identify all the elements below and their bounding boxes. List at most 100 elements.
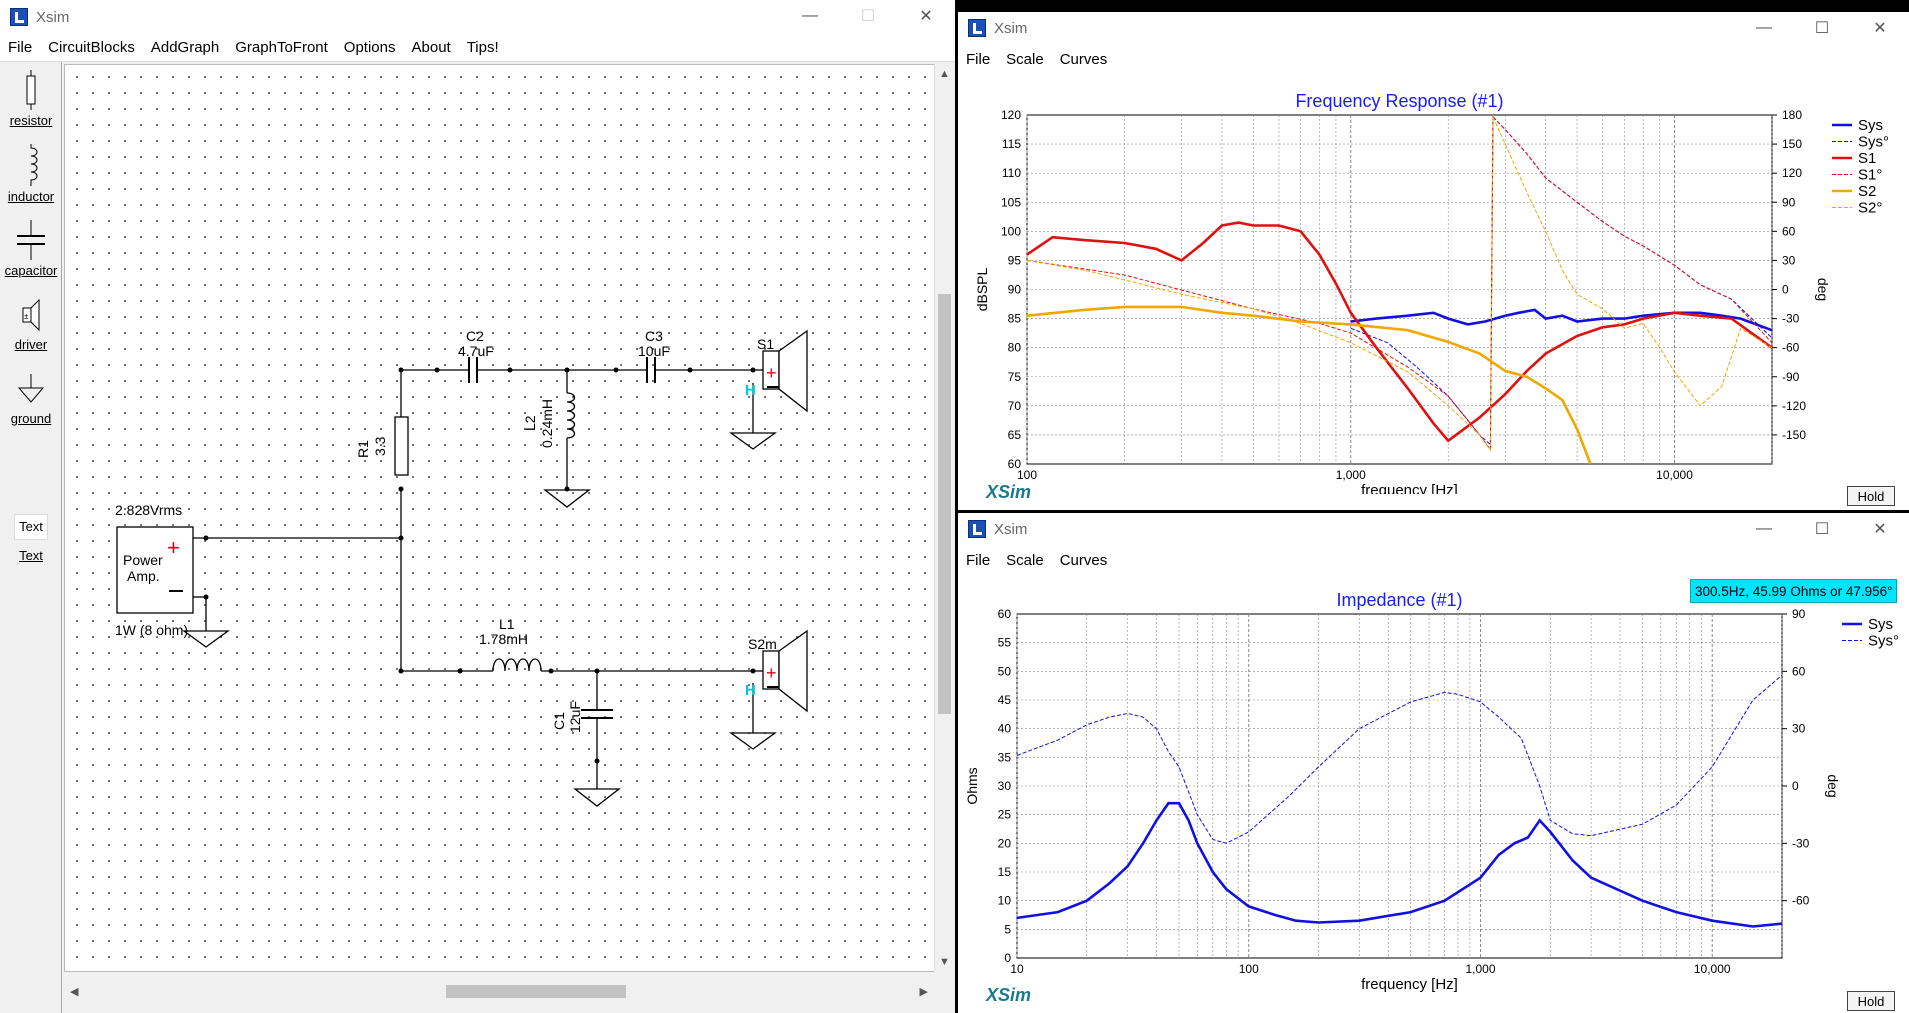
- menu-addgraph[interactable]: AddGraph: [150, 39, 220, 56]
- fr-xtick-label: 1,000: [1336, 468, 1366, 482]
- fr-ytick-label: 75: [1008, 370, 1022, 384]
- fr-hold-button[interactable]: Hold: [1847, 486, 1895, 506]
- schematic-drawing[interactable]: + + H + H 2.828Vrms Power Amp. 1W (8 ohm…: [65, 65, 939, 973]
- palette-inductor[interactable]: inductor: [0, 144, 62, 204]
- main-menubar: File CircuitBlocks AddGraph GraphToFront…: [0, 34, 955, 62]
- imp-xtick-label: 10,000: [1694, 962, 1731, 976]
- imp-menu-file[interactable]: File: [966, 551, 991, 569]
- impedance-chart[interactable]: Impedance (#1)60555045403530252015105090…: [958, 575, 1909, 997]
- main-titlebar[interactable]: Xsim — ☐ ✕: [0, 0, 955, 34]
- fr-menu-file[interactable]: File: [966, 50, 991, 68]
- scroll-right-arrow-icon[interactable]: ▶: [919, 986, 928, 998]
- imp-maximize-button[interactable]: ☐: [1814, 521, 1830, 538]
- power-amp-block: [116, 526, 194, 614]
- fr-menu-curves[interactable]: Curves: [1059, 50, 1108, 68]
- menu-circuitblocks[interactable]: CircuitBlocks: [48, 39, 135, 56]
- ground-icon: [17, 374, 45, 403]
- imp-minimize-button[interactable]: —: [1756, 520, 1772, 537]
- palette-resistor-label: resistor: [9, 113, 53, 128]
- fr-menu-scale[interactable]: Scale: [1006, 50, 1044, 68]
- imp-ytick-label: 45: [998, 693, 1012, 707]
- imp-y2tick-label: -60: [1792, 894, 1810, 908]
- fr-y2tick-label: 90: [1782, 195, 1796, 209]
- menu-graphtofront[interactable]: GraphToFront: [235, 39, 328, 56]
- resistor-icon: [26, 70, 36, 110]
- amp-plus-sign: +: [167, 535, 180, 560]
- maximize-button[interactable]: ☐: [860, 8, 876, 25]
- scroll-down-arrow-icon[interactable]: ▼: [939, 956, 950, 968]
- menu-about[interactable]: About: [411, 39, 451, 56]
- fr-y2tick-label: -150: [1782, 428, 1806, 442]
- imp-xtick-label: 100: [1239, 962, 1259, 976]
- fr-titlebar[interactable]: Xsim — ☐ ✕: [958, 12, 1909, 44]
- s2-name: S2m: [748, 636, 777, 652]
- l1-value: 1.78mH: [479, 631, 528, 647]
- s1-link-marker: H: [745, 382, 756, 399]
- schematic-canvas[interactable]: + + H + H 2.828Vrms Power Amp. 1W (8 ohm…: [64, 64, 938, 972]
- menu-file[interactable]: File: [8, 39, 33, 56]
- fr-xtick-label: 100: [1017, 468, 1037, 482]
- fr-xlabel: frequency [Hz]: [1361, 482, 1458, 494]
- l2-value: 0.24mH: [539, 399, 555, 448]
- imp-ytick-label: 30: [998, 779, 1012, 793]
- imp-ytick-label: 35: [998, 750, 1012, 764]
- s2-link-marker: H: [745, 682, 756, 699]
- imp-legend-label: Sys°: [1868, 633, 1899, 650]
- fr-ytick-label: 70: [1008, 399, 1022, 413]
- palette-resistor[interactable]: resistor: [0, 70, 62, 128]
- imp-titlebar[interactable]: Xsim — ☐ ✕: [958, 513, 1909, 545]
- imp-close-button[interactable]: ✕: [1873, 521, 1887, 538]
- horizontal-scroll-thumb[interactable]: [446, 985, 626, 998]
- fr-series-s2-phase: [1027, 115, 1772, 452]
- imp-hold-button[interactable]: Hold: [1847, 991, 1895, 1011]
- imp-xtick-label: 1,000: [1465, 962, 1495, 976]
- menu-tips[interactable]: Tips!: [466, 39, 499, 56]
- fr-window-title: Xsim: [994, 19, 1028, 37]
- palette-ground[interactable]: ground: [0, 370, 62, 426]
- fr-ytick-label: 90: [1008, 283, 1022, 297]
- capacitor-icon: [17, 220, 45, 260]
- palette-capacitor[interactable]: capacitor: [0, 220, 62, 278]
- imp-ytick-label: 20: [998, 836, 1012, 850]
- scroll-up-arrow-icon[interactable]: ▲: [939, 68, 950, 80]
- amp-voltage-label: 2.828Vrms: [115, 502, 182, 518]
- fr-xtick-label: 10,000: [1656, 468, 1693, 482]
- fr-y2tick-label: 60: [1782, 224, 1796, 238]
- imp-y2label: deg: [1825, 774, 1841, 797]
- fr-y2label: deg: [1815, 278, 1831, 301]
- c1-value: 12uF: [567, 701, 583, 733]
- fr-ytick-label: 115: [1002, 137, 1021, 151]
- fr-series-sys: [1350, 308, 1772, 332]
- imp-menu-curves[interactable]: Curves: [1059, 551, 1108, 569]
- schematic-window: Xsim — ☐ ✕ File CircuitBlocks AddGraph G…: [0, 0, 955, 1013]
- fr-maximize-button[interactable]: ☐: [1814, 20, 1830, 37]
- fr-minimize-button[interactable]: —: [1756, 19, 1772, 36]
- scroll-left-arrow-icon[interactable]: ◀: [70, 986, 79, 998]
- fr-series-s2: [1027, 305, 1592, 464]
- canvas-vertical-scrollbar[interactable]: ▲ ▼: [934, 64, 953, 972]
- fr-legend-label: S1°: [1858, 167, 1882, 184]
- fr-y2tick-label: -90: [1782, 370, 1800, 384]
- close-button[interactable]: ✕: [919, 8, 933, 25]
- imp-y2tick-label: 60: [1792, 664, 1806, 678]
- amp-load-label: 1W (8 ohm): [115, 622, 188, 638]
- vertical-scroll-thumb[interactable]: [938, 294, 951, 714]
- fr-y2tick-label: -60: [1782, 341, 1800, 355]
- imp-ytick-label: 25: [998, 808, 1012, 822]
- fr-close-button[interactable]: ✕: [1873, 20, 1887, 37]
- imp-ylabel: Ohms: [964, 767, 980, 804]
- fr-y2tick-label: 180: [1782, 108, 1802, 122]
- fr-ytick-label: 65: [1008, 428, 1022, 442]
- fr-y2tick-label: 120: [1782, 166, 1802, 180]
- palette-text[interactable]: Text Text: [0, 514, 62, 563]
- menu-options[interactable]: Options: [343, 39, 396, 56]
- frequency-response-chart[interactable]: Frequency Response (#1)12011511010510095…: [958, 74, 1909, 494]
- fr-ytick-label: 120: [1001, 108, 1021, 122]
- palette-text-label: Text: [19, 548, 43, 563]
- palette-driver[interactable]: ± driver: [0, 296, 62, 352]
- imp-menu-scale[interactable]: Scale: [1006, 551, 1044, 569]
- canvas-horizontal-scrollbar[interactable]: ◀ ▶: [64, 982, 934, 1001]
- minimize-button[interactable]: —: [802, 7, 818, 24]
- s1-plus-sign: +: [766, 363, 777, 383]
- palette-driver-label: driver: [14, 337, 48, 352]
